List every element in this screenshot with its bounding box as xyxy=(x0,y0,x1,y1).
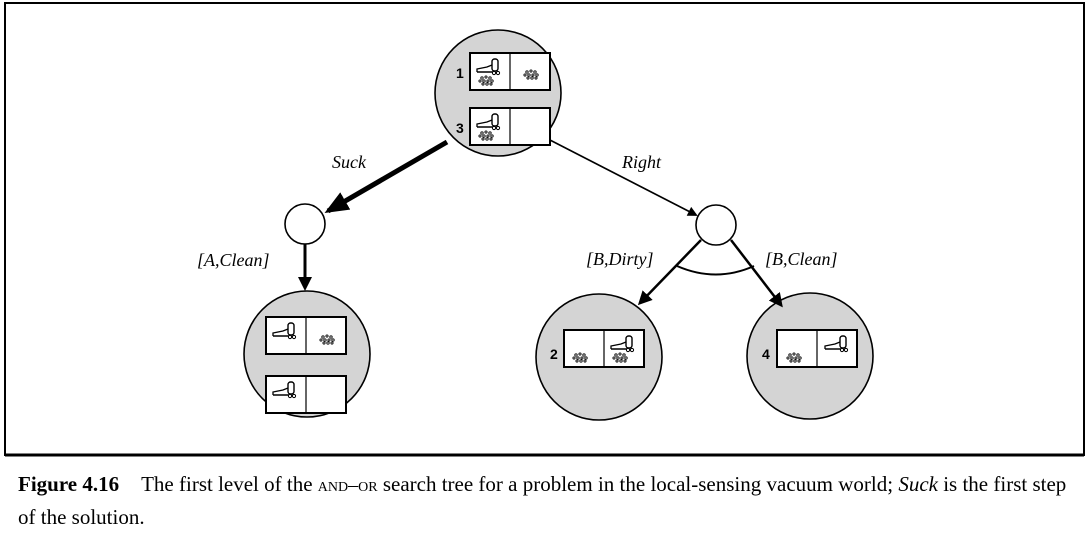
and-node-right xyxy=(695,204,737,246)
suck-edge xyxy=(324,139,449,214)
state-number-2: 2 xyxy=(550,346,558,362)
a-clean-label: [A,Clean] xyxy=(197,250,270,270)
b-clean-edge xyxy=(730,239,783,308)
and-arc xyxy=(676,265,755,276)
state-2-box xyxy=(563,329,645,368)
b-clean-label: [B,Clean] xyxy=(765,249,838,269)
right-edge xyxy=(547,138,698,216)
right-label: Right xyxy=(621,152,662,172)
caption-and-or: and–or xyxy=(317,474,378,496)
state-3-box xyxy=(469,107,551,146)
suck-label: Suck xyxy=(332,152,367,172)
caption-suck: Suck xyxy=(898,472,938,496)
b-dirty-edge xyxy=(637,239,702,306)
state-7-box xyxy=(265,375,347,414)
state-number-3: 3 xyxy=(456,120,464,136)
caption-text-before: The first level of the xyxy=(141,472,318,496)
caption-text-after: is the first step of the solution. xyxy=(18,472,1067,529)
figure-caption: Figure 4.16 The first level of the and–or… xyxy=(18,468,1068,533)
state-number-4: 4 xyxy=(762,346,770,362)
figure-label: Figure 4.16 xyxy=(18,472,120,496)
state-4-box xyxy=(776,329,858,368)
caption-text-middle: search tree for a problem in the local-s… xyxy=(377,472,899,496)
b-dirty-label: [B,Dirty] xyxy=(586,249,654,269)
state-number-1: 1 xyxy=(456,65,464,81)
state-5-box xyxy=(265,316,347,355)
and-node-suck xyxy=(284,203,326,245)
state-1-box xyxy=(469,52,551,91)
